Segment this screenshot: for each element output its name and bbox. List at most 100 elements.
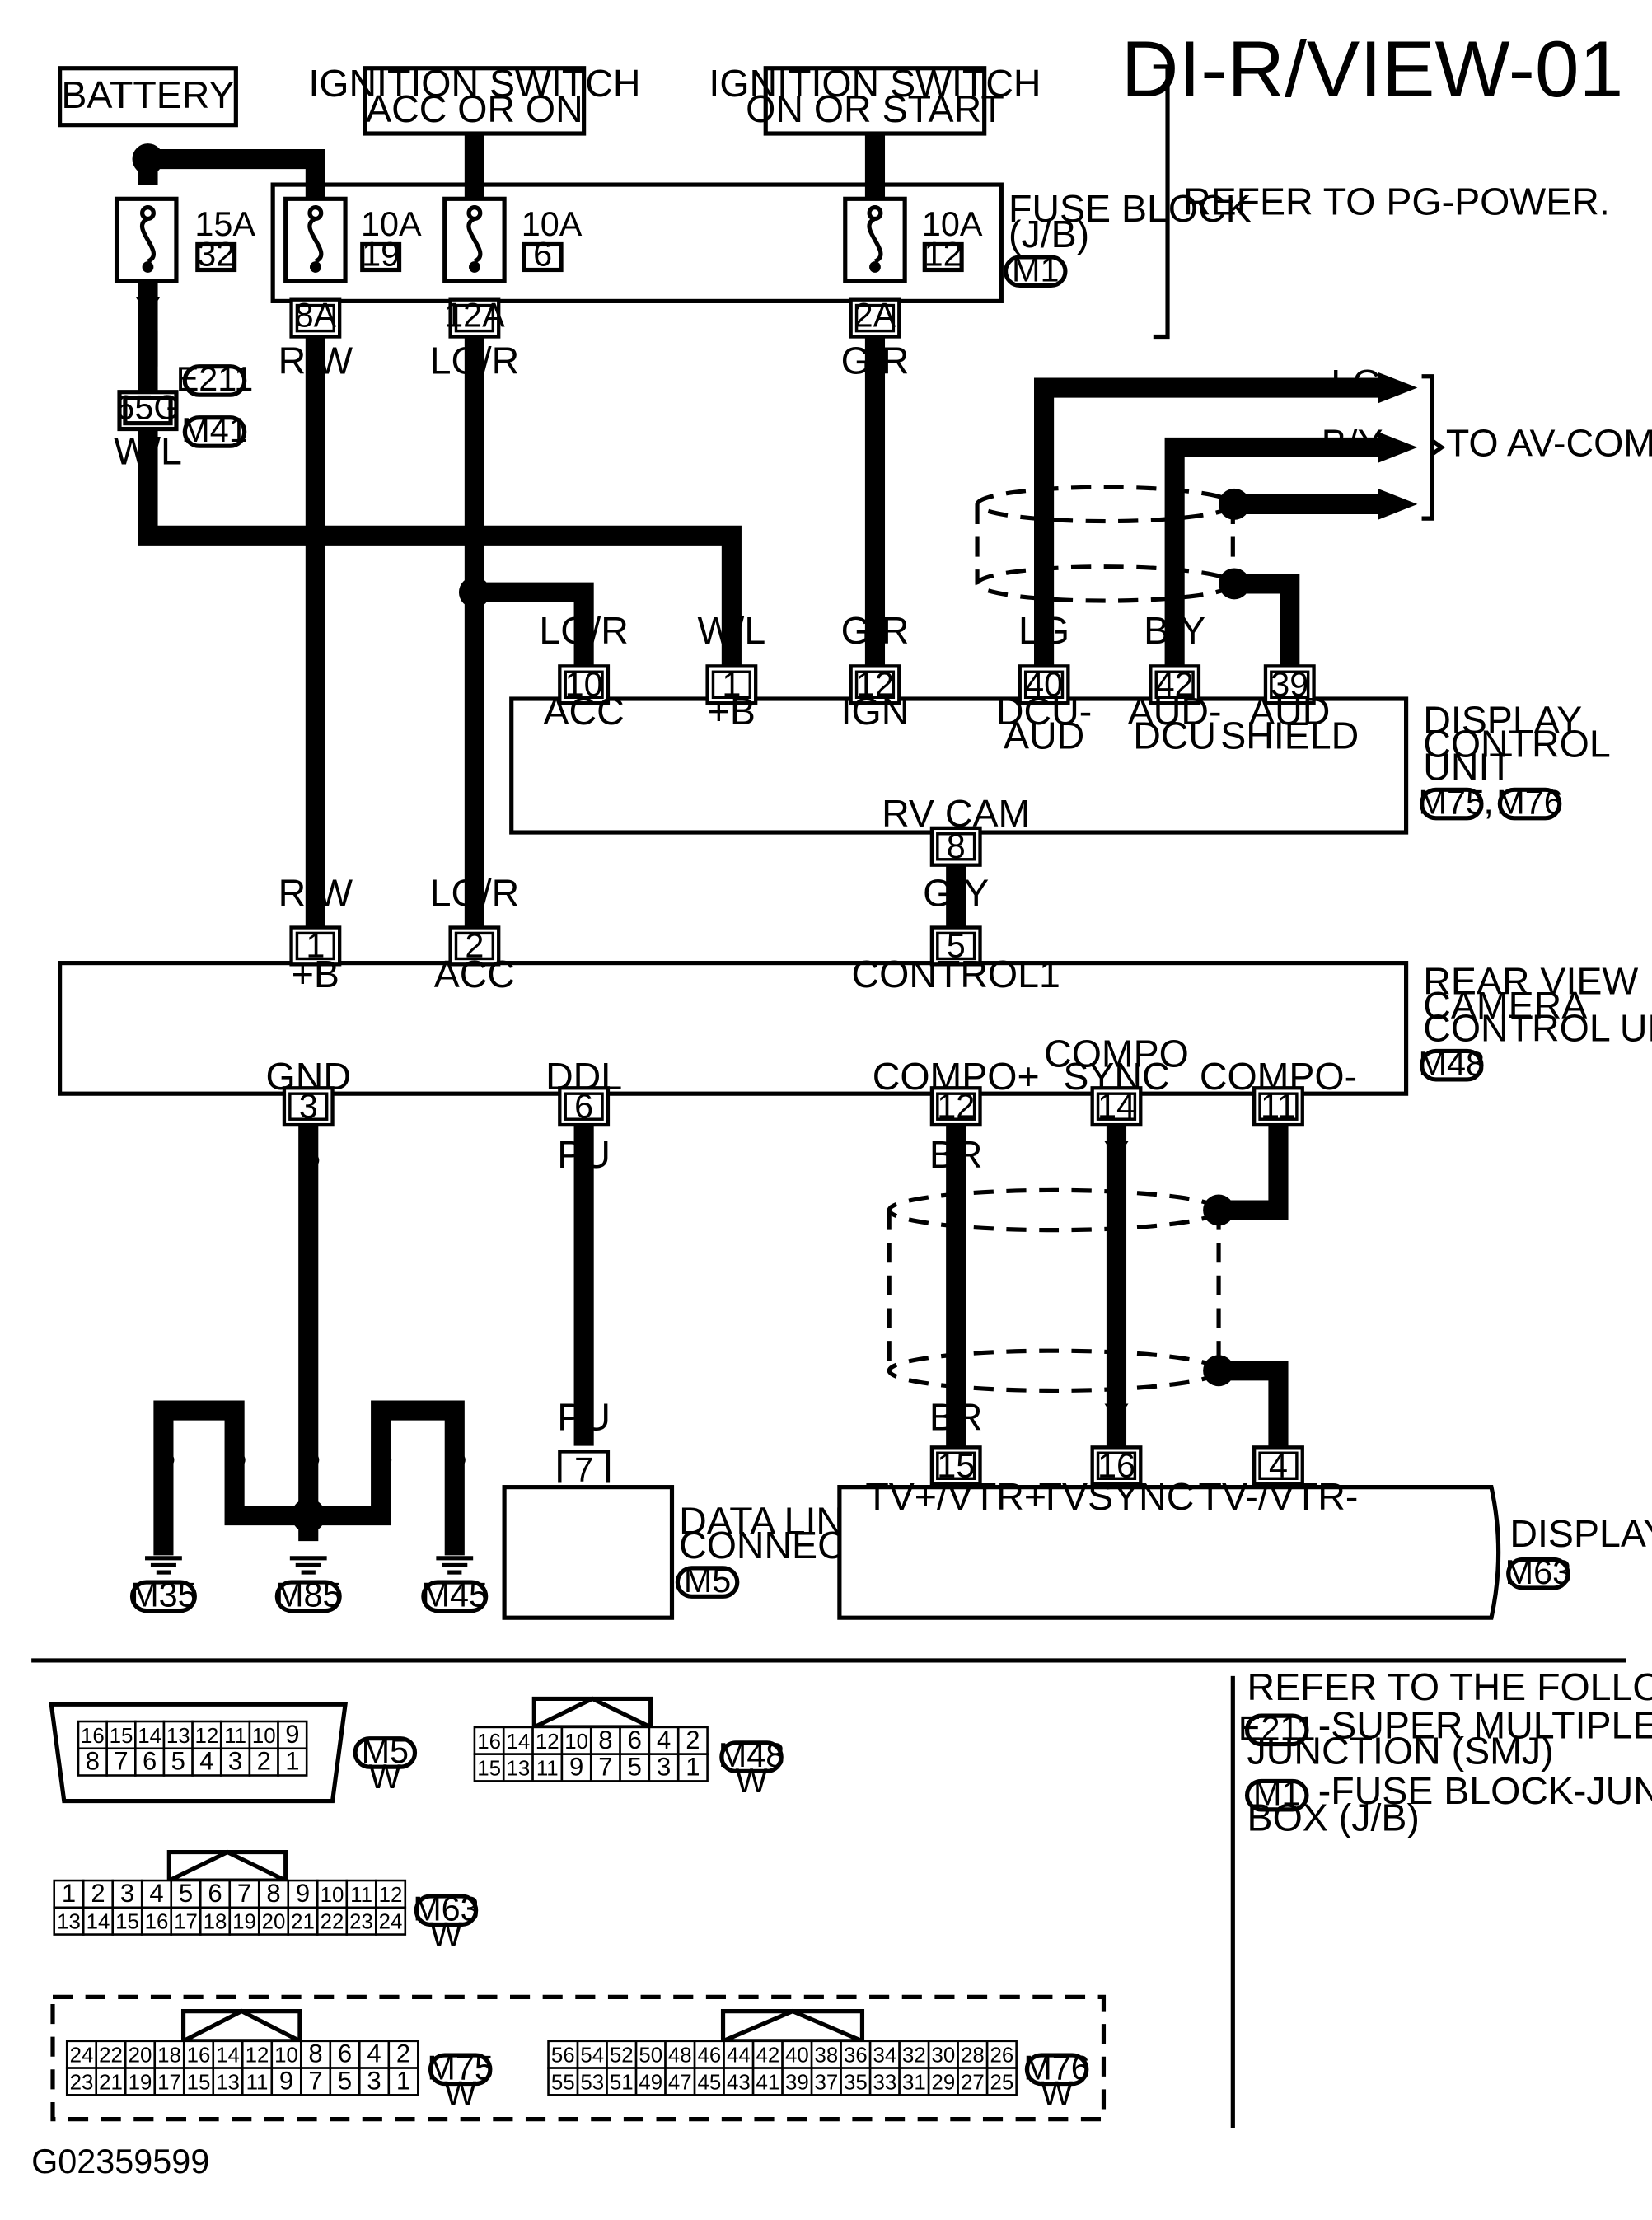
connector-pin-number: 13 (507, 1758, 531, 1781)
connector-cell (985, 2040, 1018, 2069)
svg-text:W: W (735, 1762, 767, 1800)
connector-pin-number: 28 (961, 2044, 985, 2068)
connector-cell (634, 2067, 667, 2096)
wire-color-gr-top: G/R (841, 339, 910, 382)
display-m63-badge (1506, 1557, 1570, 1590)
connector-pin-number: 35 (844, 2071, 868, 2094)
connector-pin-number: 14 (87, 1911, 110, 1934)
display-box (837, 1485, 1501, 1620)
svg-text:15: 15 (937, 1447, 975, 1485)
svg-text:AUD: AUD (1249, 690, 1330, 733)
svg-text:W: W (430, 1915, 462, 1953)
svg-text:M85: M85 (275, 1576, 341, 1613)
connector-pin-number: 45 (697, 2071, 721, 2094)
wire-color-lgr-dcu: LG/R (539, 609, 629, 652)
svg-text:M48: M48 (718, 1736, 784, 1774)
connector-pin-number: 24 (70, 2044, 94, 2068)
connector-pin-number: 49 (639, 2071, 662, 2094)
connector-pin-number: 18 (157, 2044, 181, 2068)
refer-m1-badge (1244, 1778, 1309, 1812)
wire-color-pu-top: PU (557, 1133, 611, 1176)
svg-text:5: 5 (947, 927, 966, 965)
connector-pin-number: 34 (873, 2044, 896, 2068)
connector-cell (868, 2040, 901, 2069)
connector-cell (329, 2067, 361, 2096)
connector-pin-number: 22 (99, 2044, 123, 2068)
connector-pin-number: 15 (110, 1725, 133, 1748)
connector-cell (868, 2067, 901, 2096)
connector-pin-number: 47 (668, 2071, 692, 2094)
svg-text:65G: 65G (115, 388, 180, 426)
ignition-acc-label-2: ACC OR ON (366, 87, 583, 130)
svg-text:W: W (1041, 2074, 1073, 2112)
svg-text:ACC: ACC (434, 953, 515, 995)
av-shield (975, 485, 1235, 603)
svg-text:W: W (444, 2074, 476, 2112)
wire-color-wl-smj: W/L (114, 430, 182, 473)
dcu-m75-badge (1419, 787, 1484, 821)
svg-text:19: 19 (362, 235, 400, 273)
dcu-m75: M75 (1419, 784, 1485, 822)
svg-text:1: 1 (306, 927, 325, 965)
connector-pin-number: 5 (179, 1879, 193, 1908)
cam-m48: M48 (1419, 1045, 1485, 1083)
refer-m1-desc-1: -FUSE BLOCK-JUNCTION (1318, 1769, 1652, 1812)
connector-cell (957, 2040, 989, 2069)
dcu-pin-1: 1+B (708, 666, 756, 733)
connector-cell (648, 1753, 680, 1782)
cam-pin-12: COMPO+12 (873, 1055, 1040, 1125)
connector-cell (219, 1747, 251, 1777)
svg-text:7: 7 (574, 1451, 593, 1489)
svg-text:11: 11 (1261, 1087, 1296, 1125)
connector-pin-number: 6 (338, 2040, 352, 2068)
ground-splice-dot (291, 1498, 325, 1533)
connector-pin-number: 2 (396, 2040, 410, 2068)
svg-text:6: 6 (574, 1087, 593, 1125)
connector-pin-number: 29 (931, 2071, 955, 2094)
svg-text:10: 10 (565, 666, 603, 704)
svg-text:+B: +B (708, 690, 756, 733)
refer-bracket (1153, 64, 1170, 340)
wire-color-gy: G/Y (923, 872, 989, 915)
connector-pin-number: 14 (138, 1725, 161, 1748)
data-link-connector-box (502, 1485, 675, 1620)
refer-e211-badge (1244, 1713, 1309, 1747)
fuse-block-connector: M1 (1012, 251, 1059, 288)
svg-text:10A: 10A (361, 205, 422, 243)
connector-pin-number: 14 (216, 2044, 240, 2068)
ground-m45-icon: M45 (421, 1556, 489, 1613)
display-name: DISPLAY (1509, 1512, 1652, 1555)
to-av-comm-label: TO AV-COMM (1446, 421, 1652, 464)
connector-cell (810, 2067, 842, 2096)
wire-color-y-top: Y (1103, 1133, 1129, 1176)
cam-name-1: REAR VIEW (1423, 960, 1638, 1003)
wire-color-wl-dcu: W/L (698, 609, 766, 652)
connector-pin-number: 50 (639, 2044, 662, 2068)
wire-color-b-gnd: B (296, 1133, 321, 1176)
acc-splice-dot (458, 576, 490, 608)
connector-pin-number: 1 (396, 2066, 410, 2095)
connector-pin-number: 44 (727, 2044, 751, 2068)
battery-splice-dot (132, 143, 164, 176)
connector-cell (182, 2067, 215, 2096)
wire-color-b-left: B (222, 1432, 247, 1475)
smj-e211: E211 (176, 360, 254, 398)
connector-cell (191, 1720, 222, 1750)
compo-shield (887, 1187, 1221, 1393)
smj-m41: M41 (181, 411, 247, 449)
connector-cell (199, 1879, 232, 1909)
connector-pin-number: 5 (338, 2066, 352, 2095)
svg-text:12: 12 (924, 235, 962, 273)
svg-text:6: 6 (533, 235, 552, 273)
connector-cell (316, 1906, 349, 1936)
connector-cell (576, 2040, 608, 2069)
connector-pin-number: 16 (477, 1731, 501, 1754)
connector-pin-number: 7 (237, 1879, 251, 1908)
terminal-2a: 2A (851, 296, 900, 336)
svg-text:SHIELD: SHIELD (1220, 714, 1359, 756)
connector-pin-number: 56 (551, 2044, 575, 2068)
wire-color-gr-dcu: G/R (841, 609, 910, 652)
